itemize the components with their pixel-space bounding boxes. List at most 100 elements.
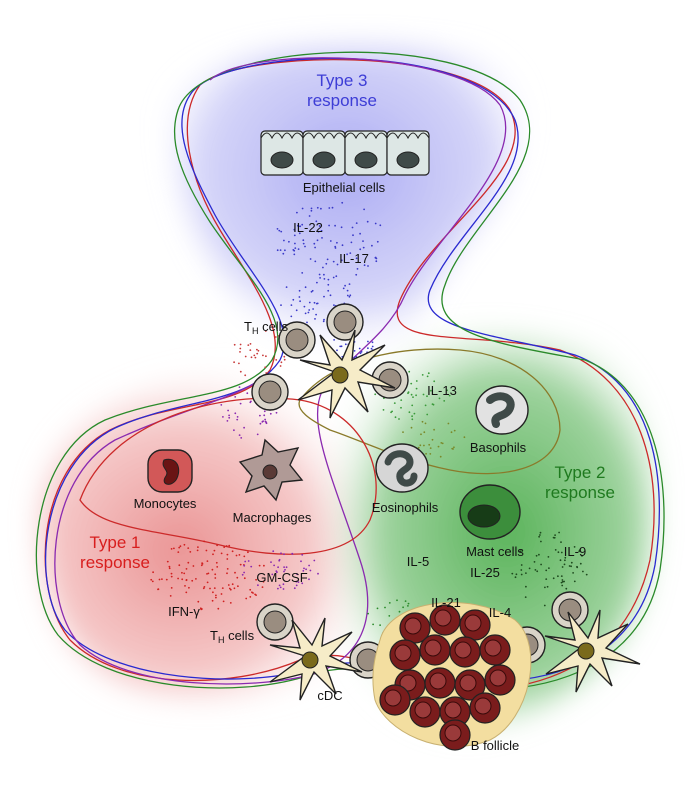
cytokine-dot bbox=[540, 540, 542, 543]
cytokine-dot bbox=[304, 286, 307, 289]
epithelial-cell bbox=[344, 130, 388, 176]
cytokine-dot bbox=[539, 534, 541, 536]
cytokine-dot bbox=[363, 264, 366, 267]
cytokine-dot bbox=[332, 260, 335, 263]
cytokine-dot bbox=[557, 575, 559, 578]
cytokine-dot bbox=[578, 550, 581, 553]
cytokine-dot bbox=[524, 596, 527, 598]
cytokine-dot bbox=[352, 234, 354, 237]
cytokine-dot bbox=[407, 391, 410, 393]
cytokine-dot bbox=[259, 422, 262, 425]
cytokine-dot bbox=[228, 587, 231, 590]
cytokine-dot bbox=[322, 266, 324, 269]
cytokine-dot bbox=[244, 560, 247, 563]
cytokine-dot bbox=[277, 566, 279, 569]
cytokine-dot bbox=[222, 600, 225, 603]
cytokine-dot bbox=[238, 434, 241, 436]
cytokine-dot bbox=[313, 242, 316, 245]
cytokine-dot bbox=[570, 561, 573, 564]
cytokine-dot bbox=[280, 361, 283, 364]
cytokine-dot bbox=[285, 286, 288, 288]
cytokine-dot bbox=[220, 552, 223, 555]
b-cell-nucleus bbox=[484, 639, 502, 657]
cytokine-dot bbox=[362, 240, 364, 243]
cytokine-dot bbox=[179, 545, 182, 548]
cytokine-dot bbox=[341, 201, 344, 204]
cytokine-dot bbox=[264, 330, 267, 332]
cytokine-dot bbox=[200, 608, 203, 611]
cytokine-dot bbox=[332, 276, 335, 279]
cytokine-dot bbox=[382, 409, 385, 411]
b-cell-nucleus bbox=[444, 724, 462, 742]
cytokine-dot bbox=[323, 273, 325, 276]
cytokine-dot bbox=[213, 549, 216, 552]
cytokine-dot bbox=[318, 225, 321, 227]
cytokine-dot bbox=[521, 550, 524, 552]
cytokine-dot bbox=[301, 582, 304, 585]
cytokine-dot bbox=[298, 296, 301, 298]
cytokine-dot bbox=[256, 352, 259, 355]
cytokine-dot bbox=[247, 344, 250, 346]
t-cell bbox=[551, 591, 589, 629]
cytokine-dot bbox=[543, 604, 546, 607]
th-cells-top-label: TH cells bbox=[244, 319, 289, 336]
cytokine-dot bbox=[348, 295, 351, 298]
cytokine-dot bbox=[237, 585, 239, 588]
labels: Type 3 response Type 1 response Type 2 r… bbox=[80, 71, 615, 753]
loop-olive-1 bbox=[298, 348, 561, 475]
cytokine-dot bbox=[247, 551, 249, 554]
cytokine-dot bbox=[314, 260, 317, 263]
cytokine-dot bbox=[283, 358, 286, 361]
cytokine-dot bbox=[215, 594, 217, 597]
cytokine-dot bbox=[428, 443, 431, 446]
cytokine-dot bbox=[528, 567, 531, 570]
cytokine-dot bbox=[353, 356, 356, 359]
cytokine-dot bbox=[191, 579, 194, 582]
cytokine-dot bbox=[282, 583, 285, 586]
cytokine-dot bbox=[533, 561, 536, 563]
cytokine-dot bbox=[525, 585, 527, 588]
cytokine-dot bbox=[411, 404, 414, 407]
cytokine-dot bbox=[367, 265, 369, 267]
cytokine-dot bbox=[233, 587, 236, 590]
cytokine-dot bbox=[228, 416, 231, 419]
cytokine-dot bbox=[443, 400, 446, 402]
cytokine-dot bbox=[314, 318, 316, 320]
cytokine-dot bbox=[511, 572, 514, 575]
cytokine-dot bbox=[151, 580, 154, 583]
cytokine-dot bbox=[375, 260, 378, 263]
cytokine-dot bbox=[581, 555, 583, 557]
b-cell-nucleus bbox=[384, 689, 402, 707]
cytokine-dot bbox=[170, 572, 173, 575]
cytokine-dot bbox=[396, 599, 398, 602]
cytokine-dot bbox=[344, 284, 346, 287]
cytokine-dot bbox=[170, 575, 173, 578]
cytokine-dot bbox=[161, 578, 163, 580]
cytokine-dot bbox=[341, 244, 344, 247]
cytokine-dot bbox=[355, 273, 358, 276]
cytokine-dot bbox=[329, 240, 332, 242]
cytokine-dot bbox=[317, 230, 320, 233]
cytokine-dot bbox=[353, 350, 356, 352]
cdc-label: cDC bbox=[317, 688, 342, 703]
cytokine-dot bbox=[439, 455, 442, 458]
cytokine-dot bbox=[291, 553, 294, 555]
cytokine-dot bbox=[415, 387, 418, 390]
cytokine-dot bbox=[371, 345, 374, 348]
cytokine-dot bbox=[411, 415, 413, 418]
cytokine-dot bbox=[217, 607, 220, 610]
cytokine-dot bbox=[183, 572, 186, 575]
cytokine-dot bbox=[276, 249, 279, 252]
cytokine-dot bbox=[415, 380, 418, 382]
cytokine-dot bbox=[247, 560, 250, 562]
b-cell-nucleus bbox=[429, 672, 447, 690]
cytokine-dot bbox=[226, 568, 229, 570]
cytokine-dot bbox=[379, 624, 381, 626]
cytokine-dot bbox=[274, 336, 277, 338]
cytokine-dot bbox=[426, 375, 429, 378]
cytokine-dot bbox=[280, 552, 282, 555]
cytokine-dot bbox=[336, 263, 339, 266]
cytokine-dot bbox=[177, 551, 180, 553]
cytokine-dot bbox=[408, 370, 411, 373]
